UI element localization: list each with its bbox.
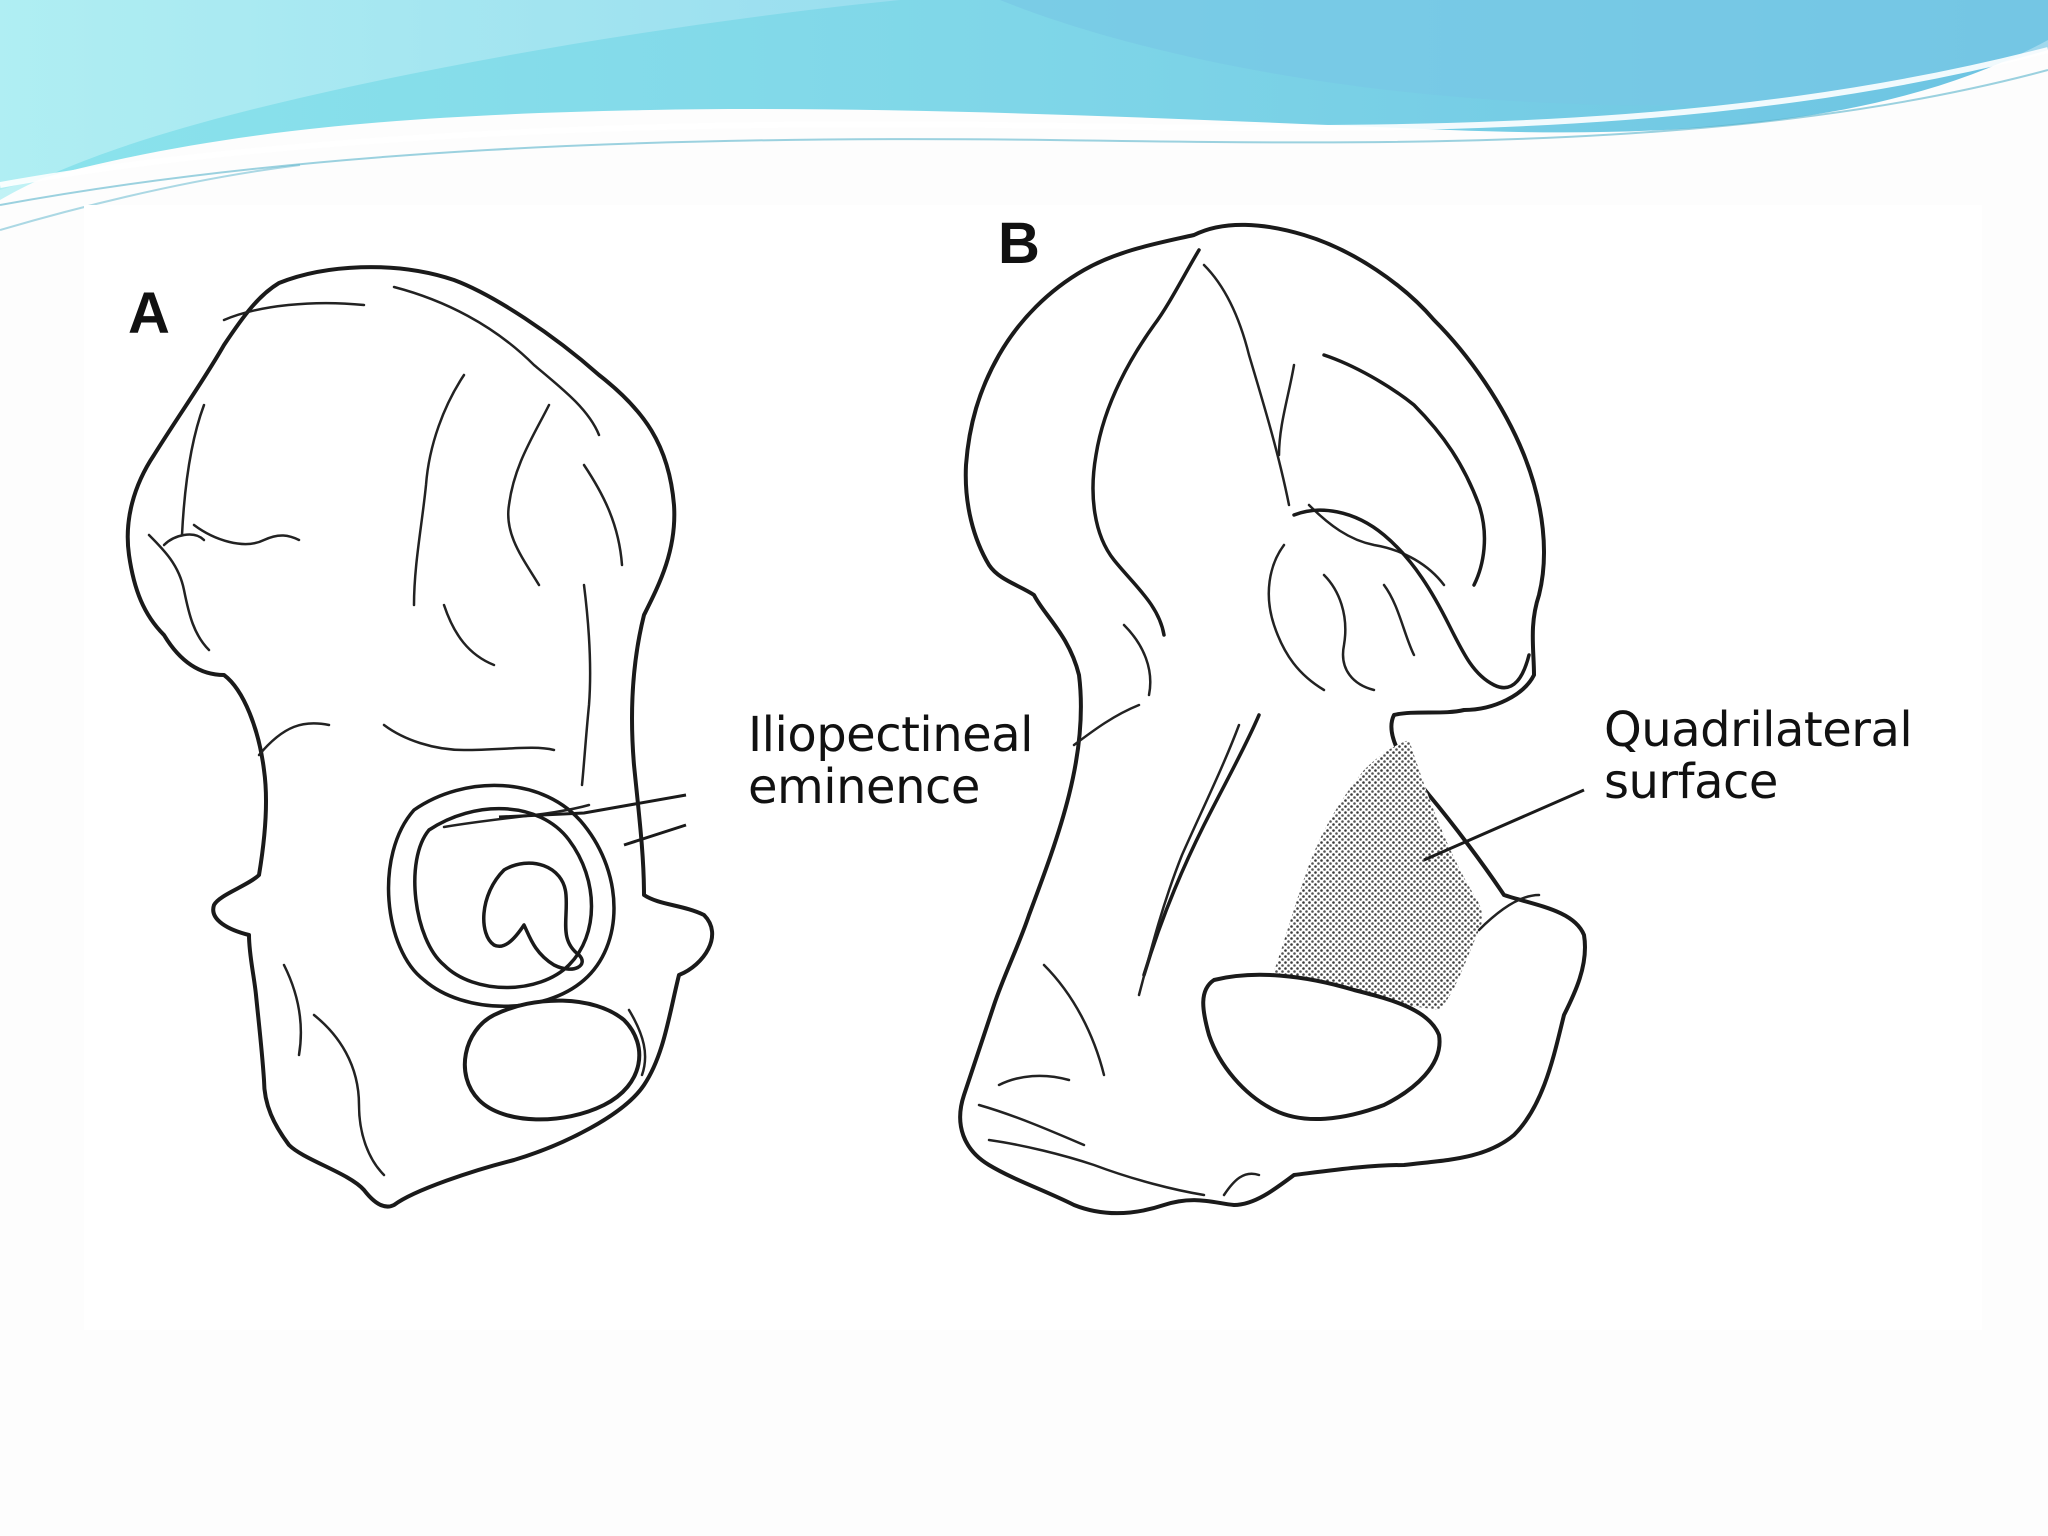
quadrilateral-line-1: Quadrilateral — [1604, 702, 1913, 758]
panel-label-a: A — [128, 281, 170, 346]
header-wave-banner — [0, 0, 2048, 231]
panel-b-hip-bone-drawing — [958, 222, 1587, 1216]
iliopectineal-line-1: Iliopectineal — [748, 707, 1033, 763]
panel-a-obturator-foramen — [462, 998, 642, 1122]
panel-a-acetabulum-rim — [386, 783, 616, 1008]
iliopectineal-line-2: eminence — [748, 758, 980, 815]
hip-bone-illustration — [125, 222, 1587, 1216]
quadrilateral-surface-label: Quadrilateral surface — [1604, 702, 1913, 810]
panel-a-bone-outline — [125, 265, 715, 1209]
iliopectineal-leader-1 — [498, 793, 687, 819]
panel-label-b: B — [998, 211, 1040, 276]
iliopectineal-leader-2 — [623, 823, 687, 847]
panel-a-hip-bone-drawing — [125, 265, 715, 1209]
hip-bone-figure: A B Iliopectineal eminence Quadrilateral… — [84, 205, 1982, 1330]
quadrilateral-surface-shaded — [1269, 740, 1483, 1010]
iliopectineal-eminence-label: Iliopectineal eminence — [748, 707, 1033, 815]
quadrilateral-leader — [1423, 788, 1585, 862]
panel-b-obturator-foramen — [1201, 972, 1442, 1121]
quadrilateral-line-2: surface — [1604, 753, 1778, 810]
